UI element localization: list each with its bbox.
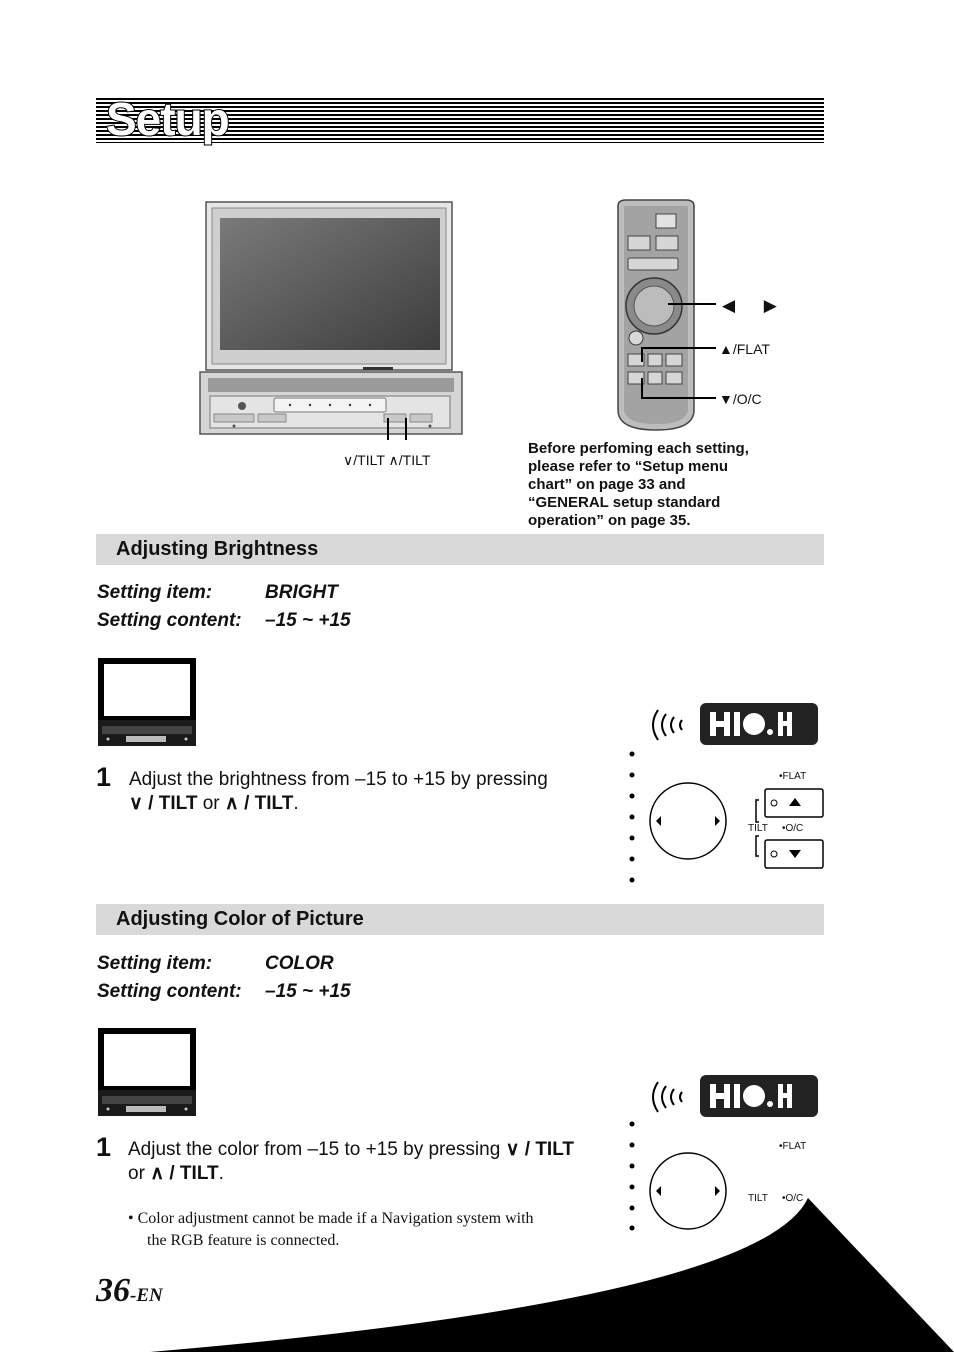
left-right-arrows-label: ◀ ▶ xyxy=(722,296,789,315)
setting-content-row: Setting content:–15 ~ +15 xyxy=(97,610,351,631)
tilt-label: TILT xyxy=(748,1193,768,1204)
flat-label: •FLAT xyxy=(779,771,807,782)
step-instruction: Adjust the color from –15 to +15 by pres… xyxy=(128,1139,575,1184)
page-number: 36-EN xyxy=(96,1272,163,1309)
note: • Color adjustment cannot be made if a N… xyxy=(128,1210,534,1249)
step-number: 1 xyxy=(96,762,112,792)
dotted-separator xyxy=(629,750,635,884)
joystick-icon xyxy=(649,782,727,860)
monitor-thumbnail-icon xyxy=(98,658,196,746)
step-number: 1 xyxy=(96,1132,112,1162)
section-color: Adjusting Color of Picture xyxy=(96,904,824,935)
remote-control-icon xyxy=(617,199,716,431)
reference-note: Before perfoming each setting, please re… xyxy=(528,440,749,529)
section-brightness: Adjusting Brightness xyxy=(96,534,824,565)
title-banner: Setup xyxy=(96,92,824,146)
section-heading: Adjusting Brightness xyxy=(116,538,319,560)
remote-oc-label: ▼/O/C xyxy=(719,391,762,407)
page-title: Setup xyxy=(105,92,231,146)
tilt-buttons-icon xyxy=(755,788,824,869)
dotted-separator xyxy=(629,1120,635,1232)
remote-flat-label: ▲/FLAT xyxy=(719,341,770,357)
monitor-thumbnail-icon xyxy=(98,1028,196,1116)
flat-label: •FLAT xyxy=(779,1141,807,1152)
tilt-label: TILT xyxy=(748,823,768,834)
setting-item-row: Setting item:BRIGHT xyxy=(97,582,338,603)
oc-label: •O/C xyxy=(782,823,804,834)
ir-remote-signal-icon xyxy=(652,1075,818,1117)
joystick-icon xyxy=(649,1152,727,1230)
step-instruction: Adjust the brightness from –15 to +15 by… xyxy=(129,769,548,814)
ir-remote-signal-icon xyxy=(652,703,818,745)
tilt-labels: ∨/TILT ∧/TILT xyxy=(343,452,431,468)
section-heading: Adjusting Color of Picture xyxy=(116,908,364,930)
monitor-unit-icon xyxy=(199,201,463,440)
setting-item-row: Setting item:COLOR xyxy=(97,953,334,974)
setting-content-row: Setting content:–15 ~ +15 xyxy=(97,981,351,1002)
oc-label: •O/C xyxy=(782,1193,804,1204)
